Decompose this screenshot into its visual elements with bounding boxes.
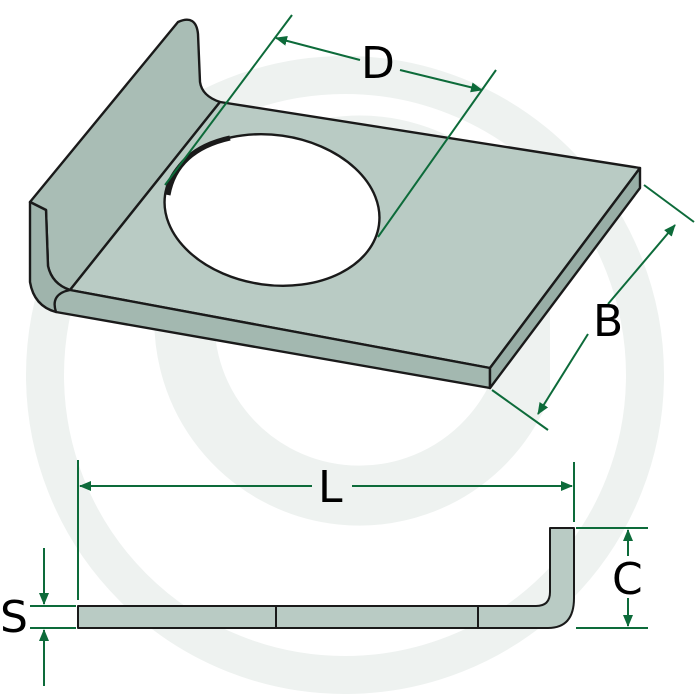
plate-hole bbox=[163, 133, 381, 287]
isometric-plate bbox=[28, 18, 642, 390]
side-view-profile bbox=[77, 527, 575, 629]
hole-wall bbox=[165, 135, 231, 196]
dimension-b bbox=[491, 184, 695, 431]
label-c: C bbox=[612, 554, 643, 605]
label-l: L bbox=[318, 462, 343, 513]
plate-front-edge bbox=[53, 288, 492, 390]
plate-side-edge bbox=[488, 166, 642, 390]
label-d: D bbox=[361, 38, 395, 89]
label-s: S bbox=[0, 592, 28, 643]
dimension-c bbox=[576, 527, 648, 629]
dimension-s bbox=[30, 548, 76, 686]
dimension-d bbox=[164, 14, 497, 238]
side-profile bbox=[77, 527, 575, 629]
dimension-l bbox=[77, 460, 575, 600]
label-b: B bbox=[593, 296, 623, 347]
